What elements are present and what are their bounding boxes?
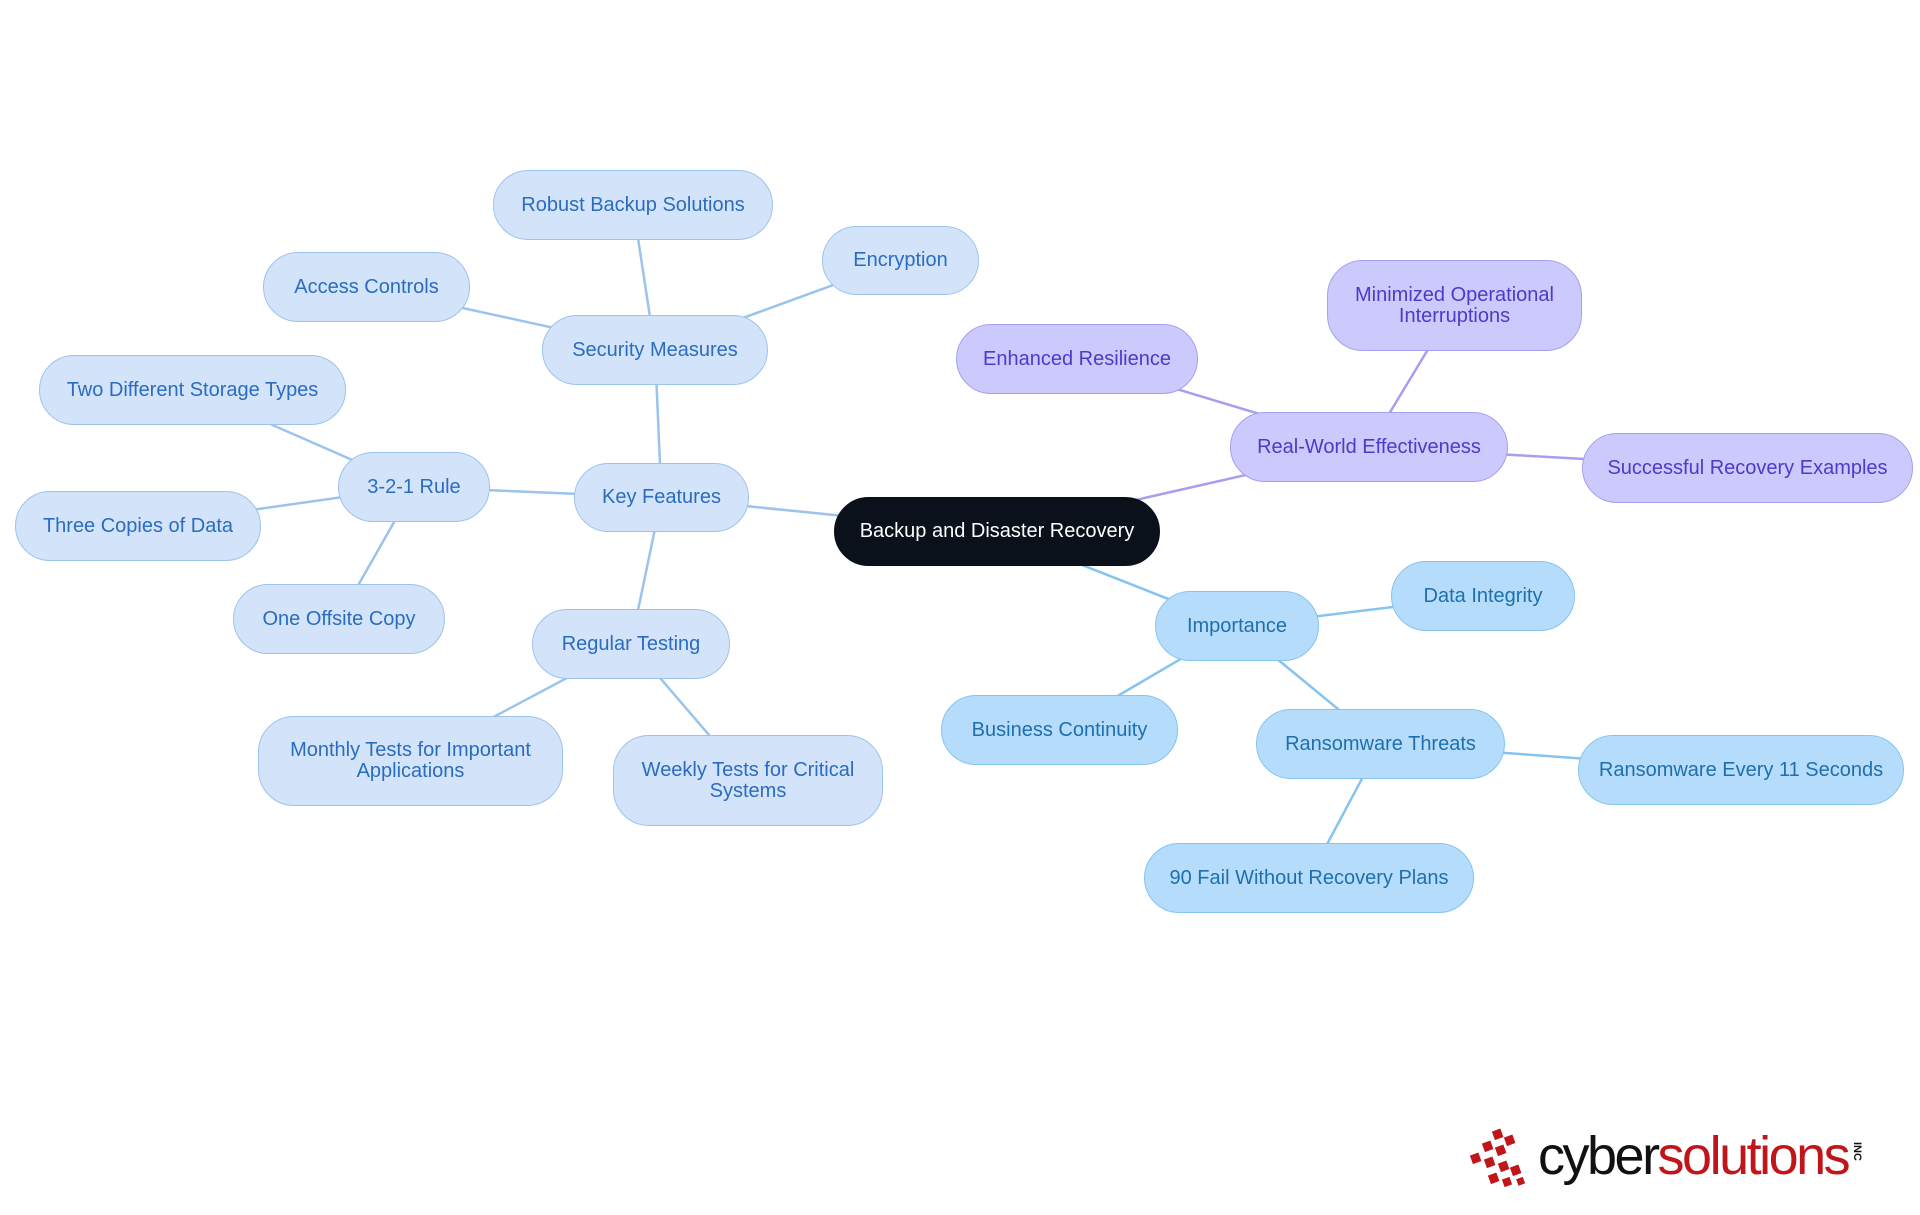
- node-business-continuity: Business Continuity: [941, 695, 1178, 765]
- logo-word-solutions: solutions: [1657, 1126, 1851, 1186]
- node-minimized-operational-interruptions: Minimized Operational Interruptions: [1327, 260, 1582, 351]
- node-weekly-tests: Weekly Tests for Critical Systems: [613, 735, 883, 826]
- node-two-different-storage-types: Two Different Storage Types: [39, 355, 346, 425]
- root-node: Backup and Disaster Recovery: [834, 497, 1160, 566]
- node-data-integrity: Data Integrity: [1391, 561, 1575, 631]
- node-access-controls: Access Controls: [263, 252, 470, 322]
- node-enhanced-resilience: Enhanced Resilience: [956, 324, 1198, 394]
- node-3-2-1-rule: 3-2-1 Rule: [338, 452, 490, 522]
- node-robust-backup-solutions: Robust Backup Solutions: [493, 170, 773, 240]
- node-monthly-tests: Monthly Tests for Important Applications: [258, 716, 563, 806]
- node-ransomware-every-11-seconds: Ransomware Every 11 Seconds: [1578, 735, 1904, 805]
- node-regular-testing: Regular Testing: [532, 609, 730, 679]
- node-one-offsite-copy: One Offsite Copy: [233, 584, 445, 654]
- node-key-features: Key Features: [574, 463, 749, 532]
- node-90-fail-without-recovery-plans: 90 Fail Without Recovery Plans: [1144, 843, 1474, 913]
- node-security-measures: Security Measures: [542, 315, 768, 385]
- node-three-copies-of-data: Three Copies of Data: [15, 491, 261, 561]
- logo-inc: INC: [1851, 1142, 1863, 1161]
- logo-wordmark: cybersolutions: [1538, 1122, 1851, 1190]
- node-importance: Importance: [1155, 591, 1319, 661]
- logo-word-cyber: cyber: [1538, 1126, 1660, 1186]
- logo-mark-icon: [1469, 1128, 1526, 1188]
- node-encryption: Encryption: [822, 226, 979, 295]
- node-real-world-effectiveness: Real-World Effectiveness: [1230, 412, 1508, 482]
- node-successful-recovery-examples: Successful Recovery Examples: [1582, 433, 1913, 503]
- company-logo: cybersolutions INC: [1465, 1122, 1875, 1190]
- node-ransomware-threats: Ransomware Threats: [1256, 709, 1505, 779]
